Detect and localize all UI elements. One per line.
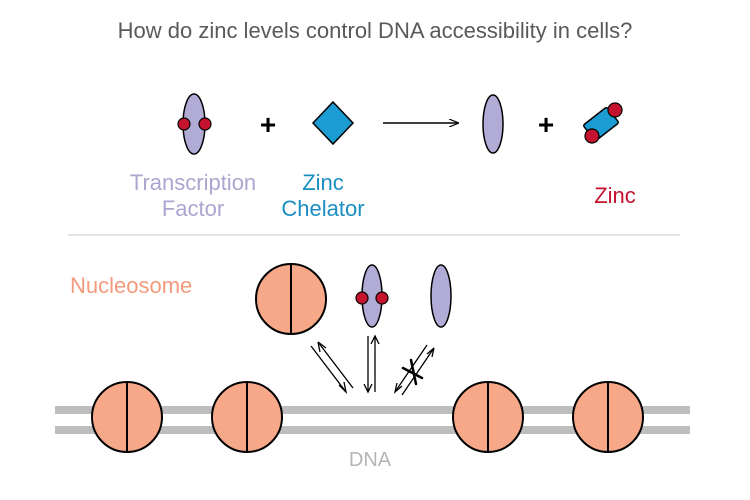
plus-sign-2: + (538, 109, 554, 140)
diagram-title: How do zinc levels control DNA accessibi… (117, 18, 633, 43)
zinc-free-transcription-factor-icon (430, 264, 452, 328)
blocked-cross-icon (401, 358, 424, 386)
zinc-label: Zinc (594, 183, 636, 208)
transcription-factor-label-line2: Factor (161, 196, 225, 221)
transcription-factor-label: Transcription Factor (108, 170, 278, 222)
nucleosome-icon (91, 381, 163, 453)
zinc-chelator-label: Zinc Chelator (268, 170, 378, 222)
zinc-chelator-icon (311, 100, 355, 146)
transcription-factor-icon (482, 94, 504, 154)
zinc-chelator-label-line2: Chelator (281, 196, 365, 221)
nucleosome-icon (452, 381, 524, 453)
tf-equilibrium-arrows (363, 334, 380, 394)
blocked-binding-arrows (393, 344, 435, 396)
nucleosome-icon (211, 381, 283, 453)
nucleosome-icon (572, 381, 644, 453)
free-nucleosome-icon (255, 263, 327, 335)
chelator-zinc-complex-icon (583, 102, 623, 144)
nucleosome-equilibrium-arrows (310, 341, 354, 394)
nucleosome-label: Nucleosome (70, 273, 193, 298)
transcription-factor-with-zinc-icon (177, 93, 212, 155)
dna-strands (55, 406, 690, 434)
plus-sign-1: + (260, 109, 276, 140)
zinc-bound-transcription-factor-icon (355, 264, 389, 328)
transcription-factor-label-line1: Transcription (129, 170, 257, 195)
zinc-chelator-label-line1: Zinc (302, 170, 344, 195)
dna-label: DNA (348, 449, 392, 471)
